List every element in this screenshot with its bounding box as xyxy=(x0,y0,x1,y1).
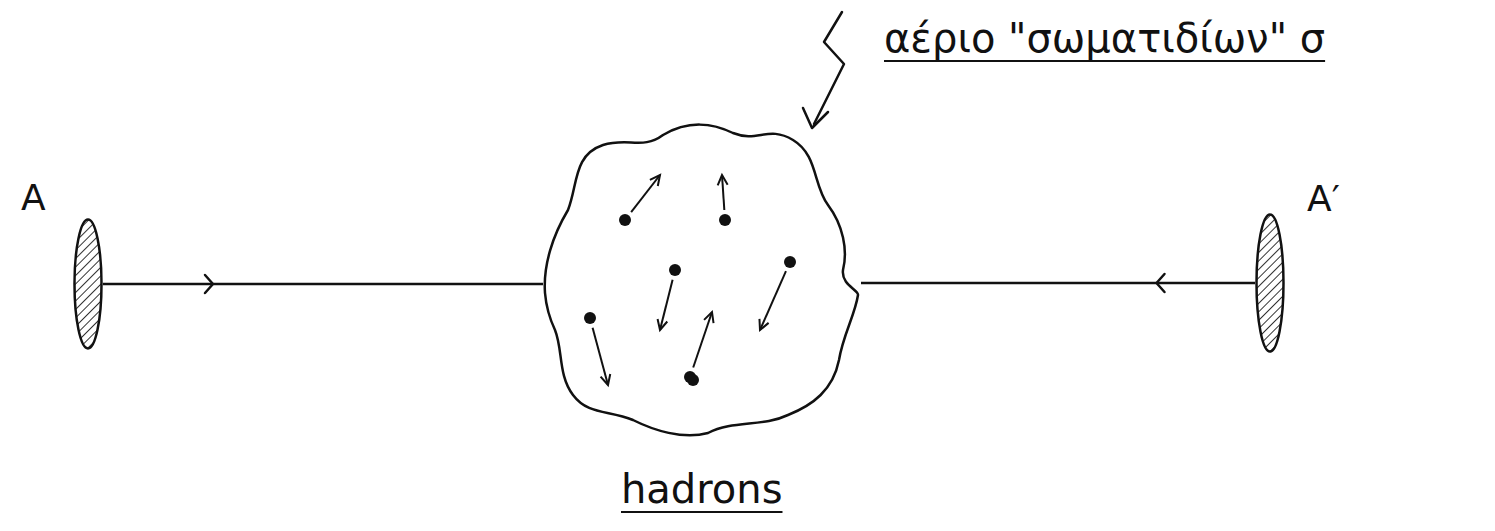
plate-label: A′ xyxy=(1307,179,1340,219)
beam-line xyxy=(861,274,1255,292)
plate-label: A xyxy=(21,178,46,218)
plate: A′ xyxy=(1255,213,1285,353)
region-label: hadrons xyxy=(621,465,782,513)
gas-cloud xyxy=(543,115,861,437)
plate-disk xyxy=(1255,213,1285,353)
plate: A xyxy=(73,218,103,350)
beam-line xyxy=(103,275,543,293)
plate-disk xyxy=(73,218,103,350)
callout-label: αέριο "σωματιδίων" σ xyxy=(884,14,1325,62)
particle-gas: hadrons xyxy=(543,115,861,437)
